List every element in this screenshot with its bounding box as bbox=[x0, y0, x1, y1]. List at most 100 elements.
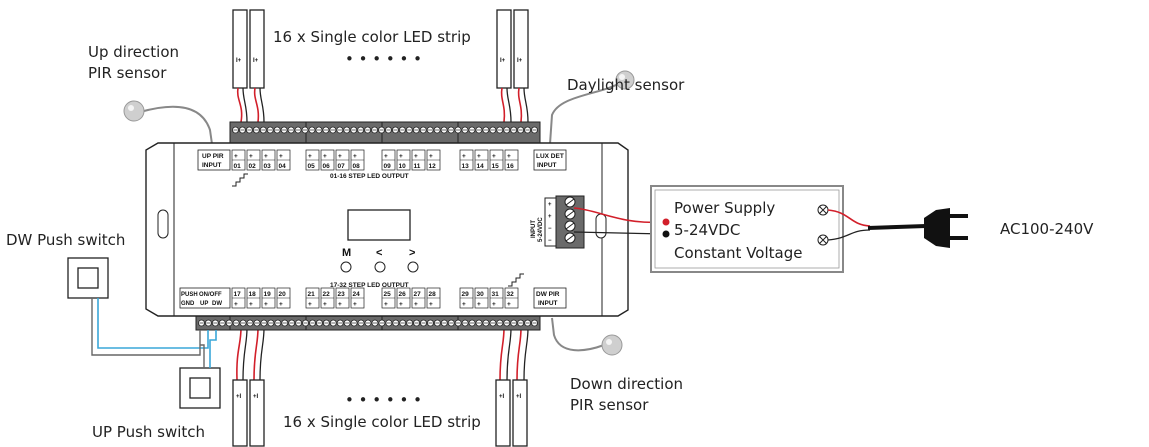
up-switch-label: UP Push switch bbox=[92, 423, 205, 441]
dw-label: DW bbox=[212, 301, 222, 307]
channel-label-16: 16 bbox=[507, 163, 515, 170]
channel-polarity: + bbox=[234, 301, 238, 308]
psu-voltage: 5-24VDC bbox=[674, 221, 740, 239]
channel-polarity: + bbox=[353, 301, 357, 308]
channel-polarity: + bbox=[429, 153, 433, 160]
channel-polarity: + bbox=[462, 153, 466, 160]
channel-polarity: + bbox=[399, 301, 403, 308]
channel-polarity: + bbox=[338, 153, 342, 160]
sensor-highlight bbox=[128, 105, 134, 111]
channel-label-05: 05 bbox=[308, 163, 316, 170]
channel-label-13: 13 bbox=[462, 163, 470, 170]
bottom-dots: • • • • • • bbox=[345, 391, 422, 409]
svg-text:+I: +I bbox=[253, 394, 259, 400]
channel-label-03: 03 bbox=[264, 163, 272, 170]
psu-title: Power Supply bbox=[674, 199, 775, 217]
push-label: PUSH bbox=[181, 292, 198, 298]
channel-label-15: 15 bbox=[492, 163, 500, 170]
channel-label-01: 01 bbox=[234, 163, 242, 170]
terminal-minus-2: − bbox=[548, 238, 552, 244]
channel-label-28: 28 bbox=[429, 291, 437, 298]
daylight-label: Daylight sensor bbox=[567, 76, 685, 94]
channel-polarity: + bbox=[414, 301, 418, 308]
up-pir-wire bbox=[139, 105, 213, 145]
channel-polarity: + bbox=[338, 301, 342, 308]
channel-label-10: 10 bbox=[399, 163, 407, 170]
svg-text:+I: +I bbox=[236, 394, 242, 400]
input-label: INPUT bbox=[531, 220, 537, 238]
dw-pir-label-1: DW PIR bbox=[536, 291, 560, 298]
channel-polarity: + bbox=[279, 301, 283, 308]
channel-label-08: 08 bbox=[353, 163, 361, 170]
down-pir-label-1: Down direction bbox=[570, 375, 683, 393]
channel-polarity: + bbox=[279, 153, 283, 160]
channel-polarity: + bbox=[492, 153, 496, 160]
channel-polarity: + bbox=[323, 301, 327, 308]
dw-switch-label: DW Push switch bbox=[6, 231, 125, 249]
channel-polarity: + bbox=[477, 153, 481, 160]
channel-polarity: + bbox=[384, 301, 388, 308]
up-pir-input-label-1: UP PIR bbox=[202, 153, 224, 160]
svg-text:I+: I+ bbox=[253, 58, 259, 64]
channel-label-31: 31 bbox=[492, 291, 500, 298]
channel-label-32: 32 bbox=[507, 291, 515, 298]
channel-polarity: + bbox=[462, 301, 466, 308]
channel-label-19: 19 bbox=[264, 291, 272, 298]
channel-polarity: + bbox=[308, 301, 312, 308]
input-voltage-label: 5-24VDC bbox=[538, 217, 544, 242]
lux-det-label-1: LUX DET bbox=[536, 153, 564, 160]
dw-push-switch bbox=[67, 257, 109, 299]
channel-label-29: 29 bbox=[462, 291, 470, 298]
led-strip-bottom-right: +I +I bbox=[495, 327, 529, 447]
channel-polarity: + bbox=[414, 153, 418, 160]
channel-label-04: 04 bbox=[279, 163, 287, 170]
up-pir-input-label-2: INPUT bbox=[202, 162, 222, 169]
channel-label-20: 20 bbox=[279, 291, 287, 298]
channel-polarity: + bbox=[323, 153, 327, 160]
psu-negative-dot bbox=[662, 230, 670, 238]
channel-label-30: 30 bbox=[477, 291, 485, 298]
ac-voltage-label: AC100-240V bbox=[1000, 220, 1094, 238]
terminal-plus-2: + bbox=[548, 214, 552, 220]
right-button[interactable] bbox=[407, 261, 419, 273]
control-buttons: M < > bbox=[340, 247, 419, 273]
lux-det-label-2: INPUT bbox=[537, 162, 557, 169]
channel-polarity: + bbox=[264, 301, 268, 308]
button-right-label: > bbox=[409, 247, 415, 259]
channel-label-17: 17 bbox=[234, 291, 242, 298]
psu-negative-wire bbox=[573, 231, 666, 235]
button-left-label: < bbox=[376, 247, 382, 259]
channel-label-27: 27 bbox=[414, 291, 422, 298]
top-terminal-strip bbox=[229, 121, 541, 145]
svg-text:+I: +I bbox=[516, 394, 522, 400]
bottom-output-caption: 17-32 STEP LED OUTPUT bbox=[330, 282, 409, 289]
channel-label-23: 23 bbox=[338, 291, 346, 298]
controller-body bbox=[145, 142, 629, 317]
led-strip-bottom-left: +I +I bbox=[232, 327, 265, 447]
channel-polarity: + bbox=[507, 301, 511, 308]
gnd-label: GND bbox=[181, 301, 195, 307]
channel-polarity: + bbox=[264, 153, 268, 160]
svg-text:I+: I+ bbox=[236, 58, 242, 64]
down-pir-sensor-icon bbox=[601, 334, 623, 356]
channel-polarity: + bbox=[492, 301, 496, 308]
mount-hole-right bbox=[595, 213, 607, 239]
channel-label-07: 07 bbox=[338, 163, 346, 170]
display-screen bbox=[347, 209, 411, 241]
up-pir-label-1: Up direction bbox=[88, 43, 179, 61]
daylight-wire bbox=[549, 81, 623, 145]
channel-polarity: + bbox=[308, 153, 312, 160]
psu-mode: Constant Voltage bbox=[674, 244, 802, 262]
top-panel-labels: UP PIR INPUT LUX DET INPUT 01+02+03+04+0… bbox=[197, 149, 567, 187]
terminal-plus-1: + bbox=[548, 202, 552, 208]
channel-label-22: 22 bbox=[323, 291, 331, 298]
svg-text:I+: I+ bbox=[517, 58, 523, 64]
channel-label-25: 25 bbox=[384, 291, 392, 298]
channel-label-06: 06 bbox=[323, 163, 331, 170]
m-button[interactable] bbox=[340, 261, 352, 273]
top-dots: • • • • • • bbox=[345, 50, 422, 68]
channel-label-11: 11 bbox=[414, 163, 421, 170]
svg-text:+I: +I bbox=[499, 394, 505, 400]
svg-text:I+: I+ bbox=[500, 58, 506, 64]
left-button[interactable] bbox=[374, 261, 386, 273]
